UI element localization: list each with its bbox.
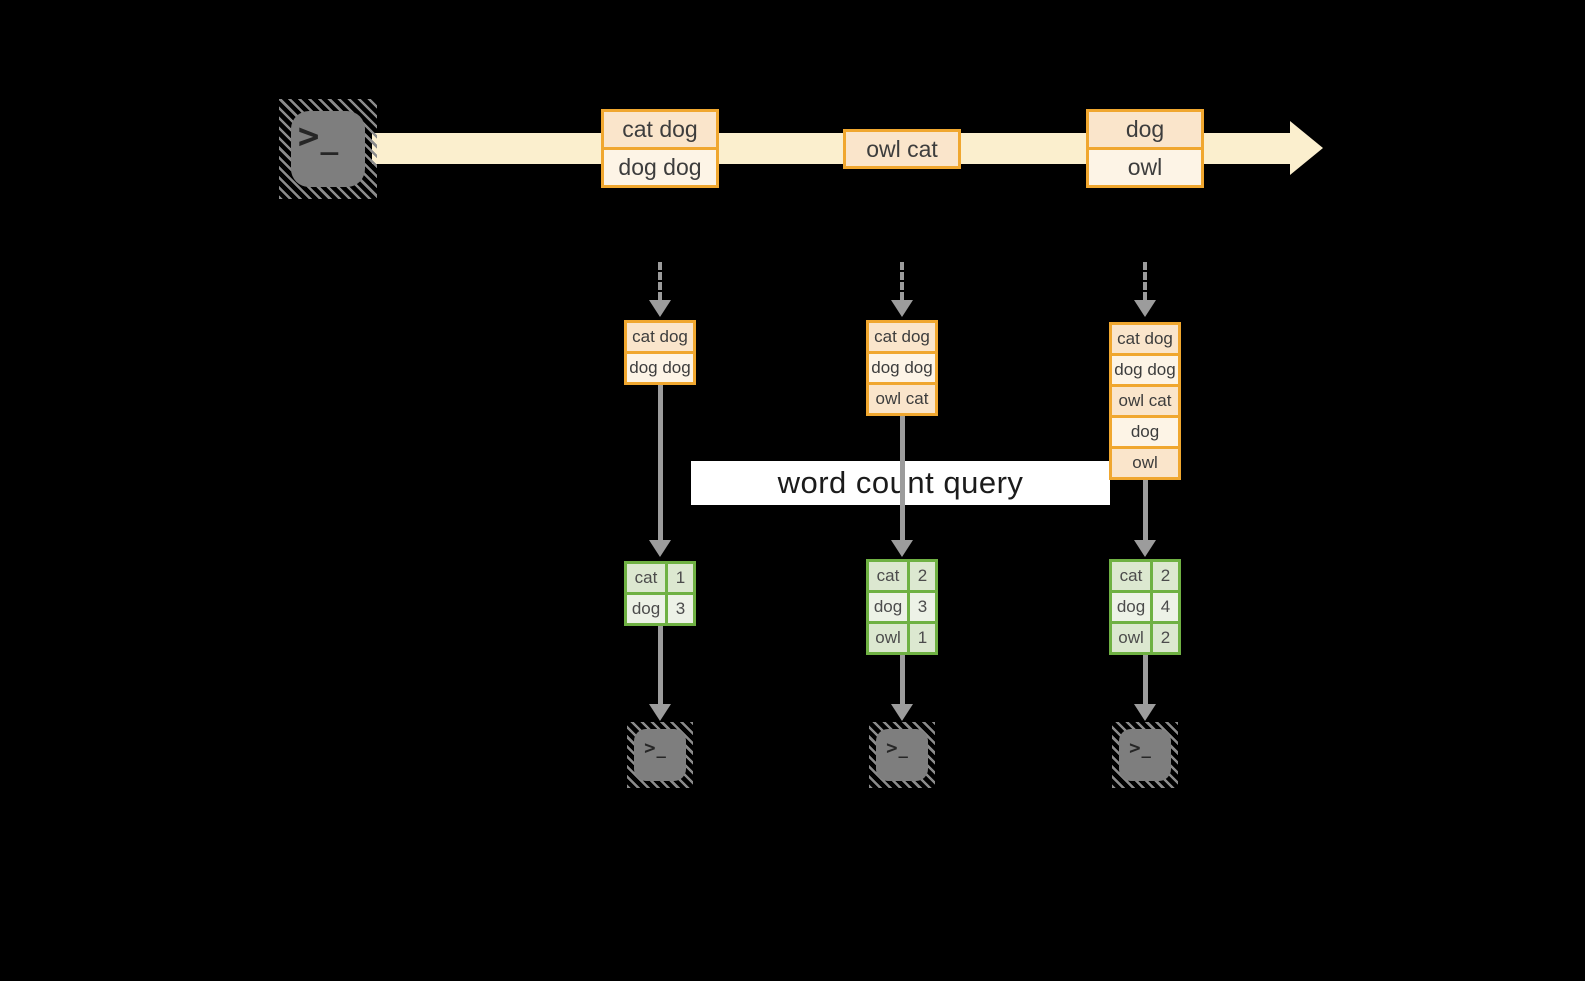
word-cell: dog	[627, 595, 668, 623]
sink-arrow-line-2	[900, 655, 905, 704]
micro-batch-input-2: cat dog dog dog owl cat	[866, 320, 938, 416]
stream-batch-2: owl cat	[843, 129, 961, 169]
word-cell: cat	[869, 562, 910, 590]
terminal-prompt-glyph: > _	[1129, 736, 1151, 759]
terminal-prompt-glyph: > _	[298, 119, 338, 155]
count-cell: 2	[1153, 624, 1178, 652]
count-cell: 2	[1153, 562, 1178, 590]
word-cell: cat	[1112, 562, 1153, 590]
sink-arrow-line-1	[658, 626, 663, 704]
chevron-icon: >	[1129, 736, 1141, 759]
word-cell: dog	[869, 593, 910, 621]
table-row: owl 2	[1112, 621, 1178, 652]
terminal-body: > _	[291, 111, 365, 187]
input-line: cat dog	[1112, 325, 1178, 353]
terminal-prompt-glyph: > _	[886, 736, 908, 759]
dashed-arrow-line-3	[1143, 262, 1147, 300]
batch-line: dog	[1089, 112, 1201, 147]
micro-batch-input-3: cat dog dog dog owl cat dog owl	[1109, 322, 1181, 480]
input-line: owl cat	[1112, 384, 1178, 415]
stream-batch-1: cat dog dog dog	[601, 109, 719, 188]
table-row: cat 2	[869, 562, 935, 590]
input-line: owl cat	[869, 382, 935, 413]
dashed-arrow-line-2	[900, 262, 904, 300]
input-line: owl	[1112, 446, 1178, 477]
terminal-source-icon: > _	[279, 99, 377, 199]
stream-arrowhead	[1290, 121, 1323, 175]
word-count-table-2: cat 2 dog 3 owl 1	[866, 559, 938, 655]
word-cell: cat	[627, 564, 668, 592]
input-line: dog	[1112, 415, 1178, 446]
word-count-table-3: cat 2 dog 4 owl 2	[1109, 559, 1181, 655]
input-line: dog dog	[1112, 353, 1178, 384]
chevron-icon: >	[297, 116, 320, 157]
table-row: cat 1	[627, 564, 693, 592]
cursor-icon: _	[320, 121, 339, 155]
count-cell: 3	[668, 595, 693, 623]
sink-arrow-head-3	[1134, 704, 1156, 721]
stream-batch-3: dog owl	[1086, 109, 1204, 188]
cursor-icon: _	[656, 739, 666, 758]
query-arrow-line-2	[900, 416, 905, 540]
input-line: cat dog	[627, 323, 693, 351]
cursor-icon: _	[1141, 739, 1151, 758]
dashed-arrow-head-1	[649, 300, 671, 317]
word-count-table-1: cat 1 dog 3	[624, 561, 696, 626]
input-line: dog dog	[869, 351, 935, 382]
query-arrow-head-1	[649, 540, 671, 557]
word-cell: dog	[1112, 593, 1153, 621]
table-row: dog 3	[869, 590, 935, 621]
batch-line: owl cat	[846, 132, 958, 166]
terminal-body: > _	[1119, 729, 1171, 781]
cursor-icon: _	[898, 739, 908, 758]
count-cell: 2	[910, 562, 935, 590]
count-cell: 3	[910, 593, 935, 621]
batch-line: dog dog	[604, 147, 716, 185]
terminal-body: > _	[634, 729, 686, 781]
table-row: dog 3	[627, 592, 693, 623]
table-row: cat 2	[1112, 562, 1178, 590]
input-line: cat dog	[869, 323, 935, 351]
query-arrow-line-3	[1143, 480, 1148, 540]
batch-line: owl	[1089, 147, 1201, 185]
count-cell: 4	[1153, 593, 1178, 621]
query-arrow-head-2	[891, 540, 913, 557]
count-cell: 1	[668, 564, 693, 592]
input-line: dog dog	[627, 351, 693, 382]
sink-arrow-line-3	[1143, 655, 1148, 704]
dashed-arrow-head-3	[1134, 300, 1156, 317]
table-row: owl 1	[869, 621, 935, 652]
terminal-body: > _	[876, 729, 928, 781]
terminal-sink-icon-2: > _	[869, 722, 935, 788]
query-arrow-head-3	[1134, 540, 1156, 557]
word-cell: owl	[1112, 624, 1153, 652]
dashed-arrow-head-2	[891, 300, 913, 317]
query-arrow-line-1	[658, 385, 663, 540]
chevron-icon: >	[644, 736, 656, 759]
batch-line: cat dog	[604, 112, 716, 147]
terminal-sink-icon-3: > _	[1112, 722, 1178, 788]
sink-arrow-head-1	[649, 704, 671, 721]
terminal-sink-icon-1: > _	[627, 722, 693, 788]
dashed-arrow-line-1	[658, 262, 662, 300]
micro-batch-input-1: cat dog dog dog	[624, 320, 696, 385]
chevron-icon: >	[886, 736, 898, 759]
word-cell: owl	[869, 624, 910, 652]
sink-arrow-head-2	[891, 704, 913, 721]
table-row: dog 4	[1112, 590, 1178, 621]
count-cell: 1	[910, 624, 935, 652]
terminal-prompt-glyph: > _	[644, 736, 666, 759]
